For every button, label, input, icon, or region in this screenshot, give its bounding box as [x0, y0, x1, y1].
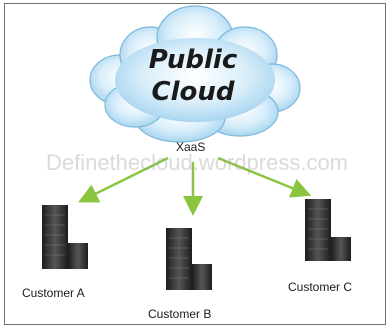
watermark: Definethecloud.wordpress.com	[45, 150, 349, 175]
customer-c-label: Customer C	[288, 280, 353, 294]
arrow-to-customer-c	[217, 156, 312, 198]
customer-a-label: Customer A	[22, 286, 85, 300]
customer-b-label: Customer B	[148, 307, 212, 321]
cloud-icon	[89, 5, 301, 143]
building-icon	[305, 199, 351, 261]
arrow-to-customer-a	[78, 156, 169, 203]
building-icon	[42, 205, 88, 269]
building-icon	[166, 228, 212, 290]
cloud-title-line2: Cloud	[151, 77, 235, 107]
cloud-title-line1: Public	[148, 45, 238, 75]
arrows	[78, 156, 312, 216]
service-label: XaaS	[176, 140, 206, 154]
